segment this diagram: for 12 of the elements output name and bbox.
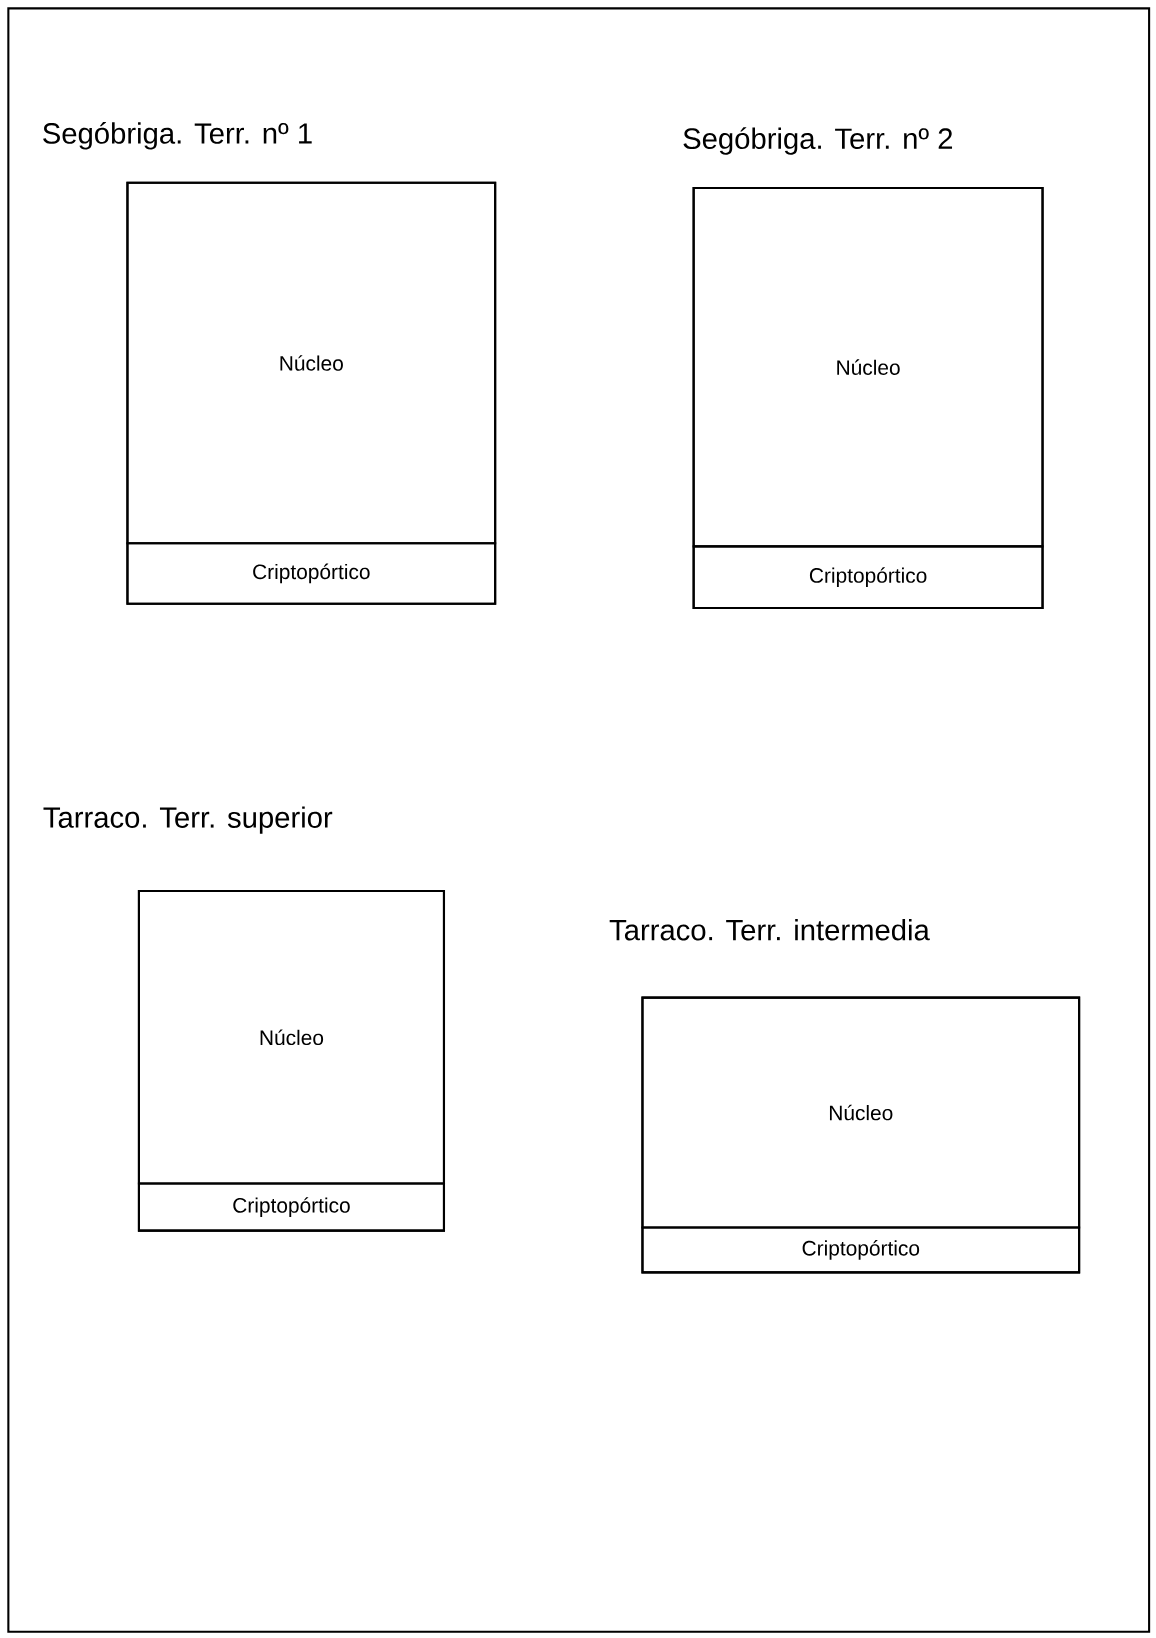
- node-label: Tarraco. Terr. intermedia: [609, 918, 930, 941]
- node-label: Tarraco. Terr. superior: [43, 806, 333, 834]
- core-area: Núcleo: [692, 186, 1044, 548]
- cryptoporticus-area: Criptopórtico: [137, 1182, 445, 1232]
- node-label: Segóbriga. Terr. nº 1: [42, 121, 312, 150]
- cryptoporticus-area: Criptopórtico: [692, 545, 1044, 609]
- cryptoporticus-area: Criptopórtico: [641, 1226, 1080, 1274]
- core-area: Núcleo: [137, 890, 445, 1185]
- node-label: Segóbriga. Terr. nº 2: [683, 127, 952, 155]
- core-area: Núcleo: [641, 996, 1080, 1229]
- core-area: Núcleo: [126, 181, 496, 545]
- cryptoporticus-area: Criptopórtico: [126, 542, 496, 605]
